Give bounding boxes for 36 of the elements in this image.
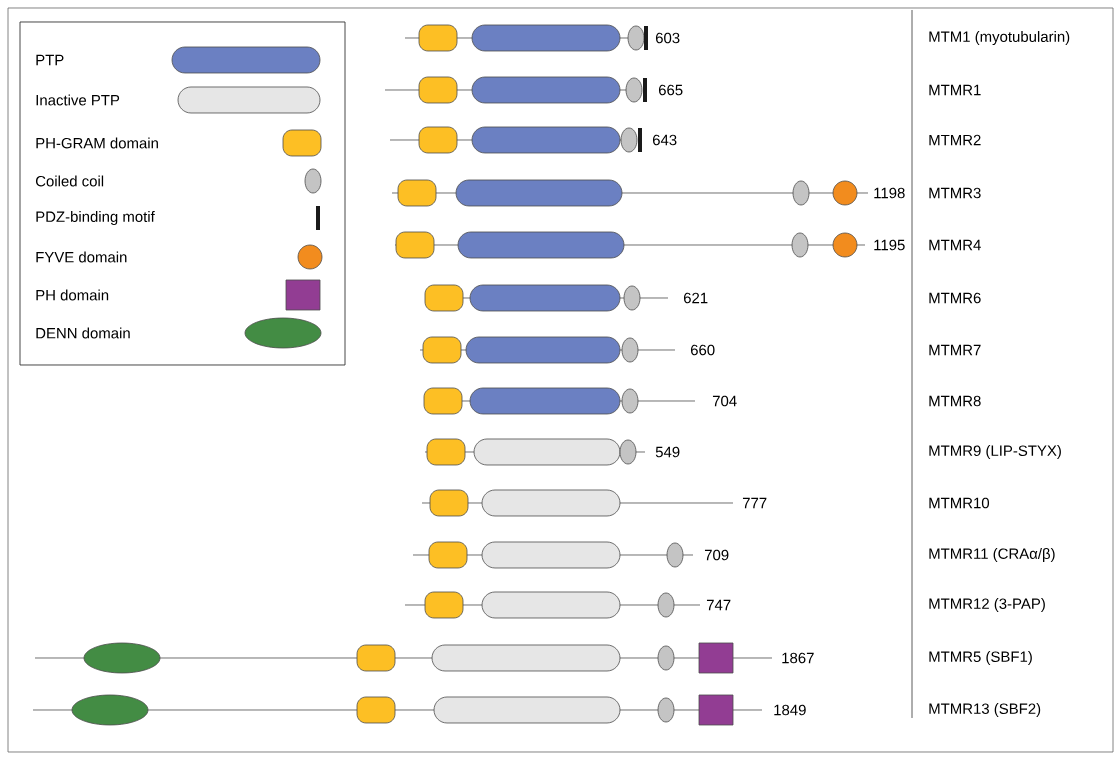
legend-label: Coiled coil [35,175,104,187]
length-label: 747 [706,599,731,611]
length-label: 704 [712,395,737,407]
legend-label: PH-GRAM domain [36,137,158,149]
legend-label: PTP [36,54,64,66]
protein-name: MTM1 (myotubularin) [929,31,1070,45]
protein-name: MTMR1 [929,84,981,96]
protein-name: MTMR13 (SBF2) [929,703,1041,717]
legend-label: Inactive PTP [36,94,120,106]
legend-label: FYVE domain [36,251,127,263]
length-label: 1867 [782,652,814,664]
length-label: 709 [704,549,729,561]
length-label: 665 [658,84,683,96]
legend-label: DENN domain [36,327,130,339]
protein-name: MTMR4 [929,239,981,251]
length-label: 643 [652,134,677,146]
length-label: 1198 [874,187,905,199]
protein-name: MTMR11 (CRAα/β) [929,548,1055,562]
protein-name: MTMR10 [929,497,990,509]
protein-name: MTMR3 [929,187,981,199]
protein-name: MTMR8 [929,395,981,407]
protein-name: MTMR12 (3-PAP) [929,598,1045,612]
length-label: 777 [742,497,767,509]
length-label: 1195 [874,239,905,251]
legend-label: PDZ-binding motif [36,211,155,225]
length-label: 660 [690,344,715,356]
length-label: 621 [683,292,708,304]
length-label: 1849 [774,704,806,716]
protein-name: MTMR6 [929,292,981,304]
protein-name: MTMR5 (SBF1) [929,651,1032,665]
legend-label: PH domain [36,289,109,301]
length-label: 549 [655,446,680,458]
protein-name: MTMR7 [929,344,981,356]
length-label: 603 [655,32,680,44]
protein-name: MTMR9 (LIP-STYX) [929,445,1061,459]
protein-name: MTMR2 [929,134,981,146]
